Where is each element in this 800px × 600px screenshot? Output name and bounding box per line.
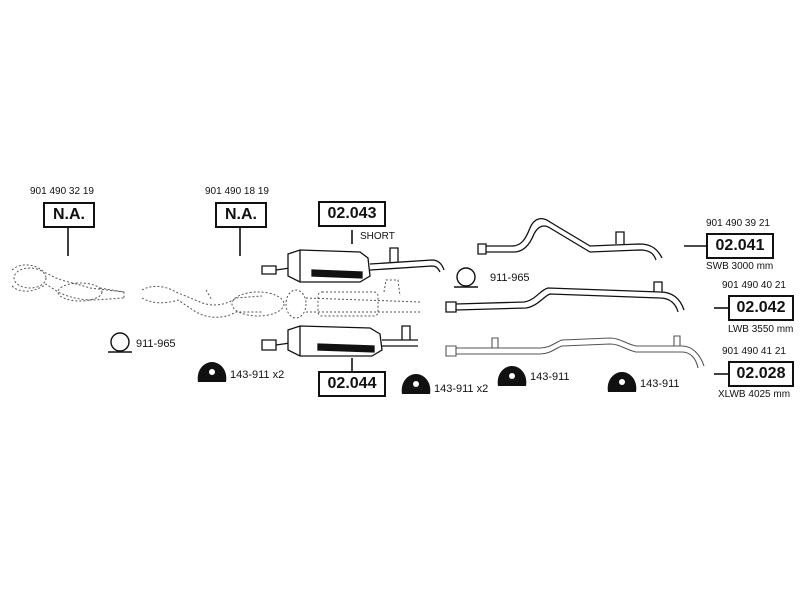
code-box-02043[interactable]: 02.043 xyxy=(318,201,386,227)
hanger-label-3: 143-911 xyxy=(530,371,570,383)
hanger-icon-4 xyxy=(607,372,637,392)
hanger-label-2: 143-911 x2 xyxy=(434,383,489,395)
hanger-label-4: 143-911 xyxy=(640,378,680,390)
part-02043-drawing xyxy=(261,247,445,283)
note-02042: LWB 3550 mm xyxy=(728,324,794,335)
part-number-na1: 901 490 32 19 xyxy=(30,186,94,197)
hanger-icon-1 xyxy=(197,362,227,382)
code-box-02044[interactable]: 02.044 xyxy=(318,371,386,397)
code-box-na1[interactable]: N.A. xyxy=(43,202,95,228)
hanger-label-1: 143-911 x2 xyxy=(230,369,285,381)
code-box-na2[interactable]: N.A. xyxy=(215,202,267,228)
na-front-pipe-dotted xyxy=(11,264,125,302)
hanger-icon-3 xyxy=(497,366,527,386)
part-number-na2: 901 490 18 19 xyxy=(205,186,269,197)
clamp-icon-left xyxy=(108,332,132,353)
note-02043: SHORT xyxy=(360,231,395,242)
clamp-label-center: 911-965 xyxy=(490,272,530,284)
na-catalyst-dotted xyxy=(141,279,421,319)
part-number-02041: 901 490 39 21 xyxy=(706,218,770,229)
note-02041: SWB 3000 mm xyxy=(706,261,774,272)
part-02042-drawing xyxy=(445,281,685,313)
hanger-icon-2 xyxy=(401,374,431,394)
code-box-02028[interactable]: 02.028 xyxy=(728,361,794,387)
code-box-02041[interactable]: 02.041 xyxy=(706,233,774,259)
part-02044-drawing xyxy=(261,325,418,357)
part-number-02042: 901 490 40 21 xyxy=(722,280,786,291)
note-02028: XLWB 4025 mm xyxy=(718,389,791,400)
code-box-02042[interactable]: 02.042 xyxy=(728,295,794,321)
part-02041-drawing xyxy=(477,217,663,261)
clamp-icon-center xyxy=(454,267,478,288)
part-02028-drawing xyxy=(445,335,705,369)
part-number-02028: 901 490 41 21 xyxy=(722,346,786,357)
clamp-label-left: 911-965 xyxy=(136,338,176,350)
